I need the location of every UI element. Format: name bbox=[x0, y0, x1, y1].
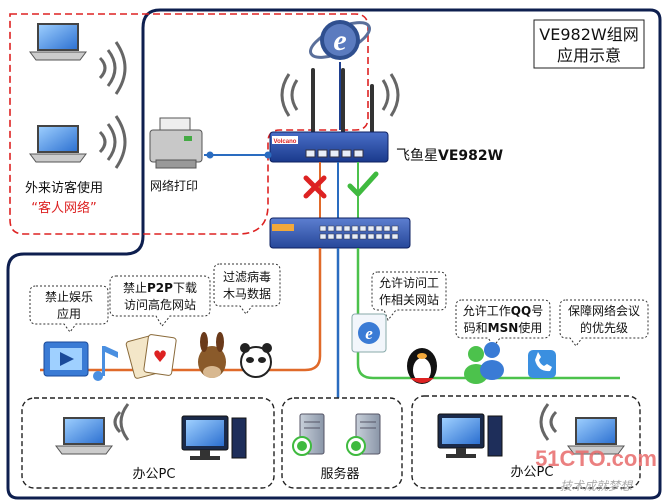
svg-text:保障网络会议: 保障网络会议 bbox=[568, 303, 640, 318]
svg-text:允许工作QQ号: 允许工作QQ号 bbox=[463, 303, 543, 318]
ie-browser-icon: e bbox=[351, 313, 387, 353]
allowed-check-icon bbox=[347, 171, 379, 197]
svg-text:过滤病毒: 过滤病毒 bbox=[223, 269, 271, 284]
svg-text:♥: ♥ bbox=[153, 347, 167, 366]
title-line1: VE982W组网 bbox=[539, 25, 638, 44]
svg-text:木马数据: 木马数据 bbox=[223, 286, 271, 301]
printer-link-dot bbox=[206, 151, 214, 159]
server-group bbox=[281, 397, 403, 489]
callout-allow-websites: 允许访问工 作相关网站 bbox=[371, 271, 447, 321]
server-icon-2 bbox=[346, 413, 381, 456]
svg-text:应用: 应用 bbox=[57, 306, 81, 321]
panda-virus-icon bbox=[240, 343, 272, 378]
office-laptop-right bbox=[567, 417, 625, 455]
title-line2: 应用示意 bbox=[557, 46, 621, 65]
office-pc-label-left: 办公PC bbox=[133, 467, 176, 482]
server-icon-1 bbox=[292, 413, 325, 456]
office-pc-group-right bbox=[411, 395, 641, 489]
router-link-dot bbox=[264, 151, 272, 159]
music-note-icon bbox=[93, 346, 118, 381]
svg-text:码和MSN使用: 码和MSN使用 bbox=[464, 320, 543, 335]
playing-cards-icon: ♥ bbox=[125, 334, 177, 379]
svg-text:作相关网站: 作相关网站 bbox=[379, 293, 439, 307]
video-player-icon bbox=[43, 341, 89, 377]
callout-block-entertainment: 禁止娱乐 应用 bbox=[29, 285, 109, 333]
guest-wifi-icon-1 bbox=[98, 41, 127, 95]
printer-icon bbox=[149, 117, 203, 169]
svg-text:e: e bbox=[365, 324, 373, 343]
office-pc-group-left bbox=[21, 397, 275, 489]
guest-label-line2: “客人网络” bbox=[31, 200, 96, 216]
emule-donkey-icon bbox=[198, 332, 226, 378]
allowed-traffic-line bbox=[356, 248, 620, 380]
main-frame bbox=[6, 8, 662, 500]
office-wifi-icon-left bbox=[113, 403, 130, 441]
callout-allow-im: 允许工作QQ号 码和MSN使用 bbox=[455, 299, 551, 347]
video-call-icon bbox=[528, 350, 556, 378]
server-label: 服务器 bbox=[320, 466, 359, 482]
blocked-traffic-line bbox=[40, 248, 322, 372]
watermark-slogan: 技术成就梦想 bbox=[560, 479, 634, 493]
callout-block-p2p: 禁止P2P下载 访问高危网站 bbox=[109, 275, 211, 327]
office-desktop-left bbox=[181, 415, 247, 460]
qq-penguin-icon bbox=[407, 348, 437, 384]
internet-explorer-icon: e bbox=[309, 20, 371, 60]
svg-text:的优先级: 的优先级 bbox=[580, 320, 628, 335]
svg-text:Volcano: Volcano bbox=[274, 139, 297, 145]
switch-device bbox=[269, 217, 411, 249]
svg-text:访问高危网站: 访问高危网站 bbox=[124, 297, 196, 312]
guest-laptop-2 bbox=[29, 125, 87, 163]
title-box bbox=[533, 19, 645, 69]
callout-filter-virus: 过滤病毒 木马数据 bbox=[213, 263, 281, 315]
guest-wifi-icon-2 bbox=[98, 115, 127, 169]
svg-text:禁止娱乐: 禁止娱乐 bbox=[45, 290, 93, 304]
office-desktop-right bbox=[437, 413, 503, 458]
svg-text:允许访问工: 允许访问工 bbox=[379, 275, 439, 290]
guest-laptop-1 bbox=[29, 23, 87, 61]
guest-label-line1: 外来访客使用 bbox=[25, 180, 103, 196]
svg-text:e: e bbox=[333, 24, 346, 57]
office-wifi-icon-right bbox=[539, 403, 558, 441]
router-label: 飞鱼星VE982W bbox=[396, 147, 503, 164]
router-wifi-icon bbox=[280, 73, 400, 117]
printer-label: 网络打印 bbox=[150, 178, 198, 193]
svg-text:禁止P2P下载: 禁止P2P下载 bbox=[123, 281, 197, 295]
callout-meeting-priority: 保障网络会议 的优先级 bbox=[559, 299, 649, 347]
blocked-x-icon bbox=[303, 175, 327, 199]
office-pc-label-right: 办公PC bbox=[511, 465, 554, 480]
watermark-site: 51CTO.com bbox=[535, 446, 657, 471]
router-antennas bbox=[311, 68, 374, 134]
router-device: Volcano bbox=[269, 131, 389, 163]
office-laptop-left bbox=[55, 417, 113, 455]
msn-messenger-icon bbox=[464, 342, 504, 384]
